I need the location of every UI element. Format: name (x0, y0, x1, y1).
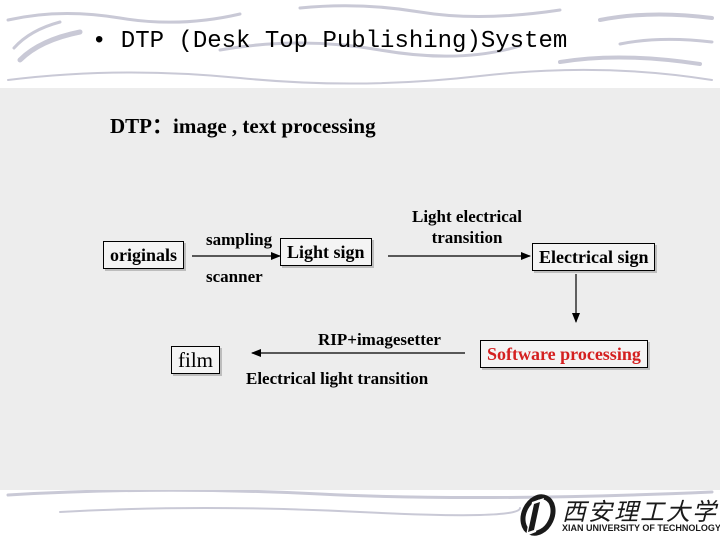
node-electrical-sign: Electrical sign (532, 243, 656, 271)
slide-title: • DTP (Desk Top Publishing)System (92, 28, 568, 55)
university-emblem-icon (520, 494, 556, 536)
university-logo: 西安理工大学 XIAN UNIVERSITY OF TECHNOLOGY (512, 490, 720, 540)
university-name-chinese: 西安理工大学 (562, 498, 718, 526)
label-electrical-light-transition: Electrical light transition (246, 369, 429, 388)
label-scanner: scanner (206, 267, 263, 286)
slide-subtitle: DTP：image , text processing (110, 114, 376, 138)
content-panel (0, 88, 720, 490)
node-originals: originals (103, 241, 185, 269)
label-sampling: sampling (206, 230, 273, 249)
label-light-electrical-transition: Light electrical transition (412, 207, 522, 247)
university-name-english: XIAN UNIVERSITY OF TECHNOLOGY (562, 523, 720, 533)
label-rip-imagesetter: RIP+imagesetter (318, 330, 441, 349)
node-light-sign: Light sign (280, 238, 372, 266)
node-film: film (171, 346, 220, 374)
node-software-processing: Software processing (480, 340, 648, 368)
